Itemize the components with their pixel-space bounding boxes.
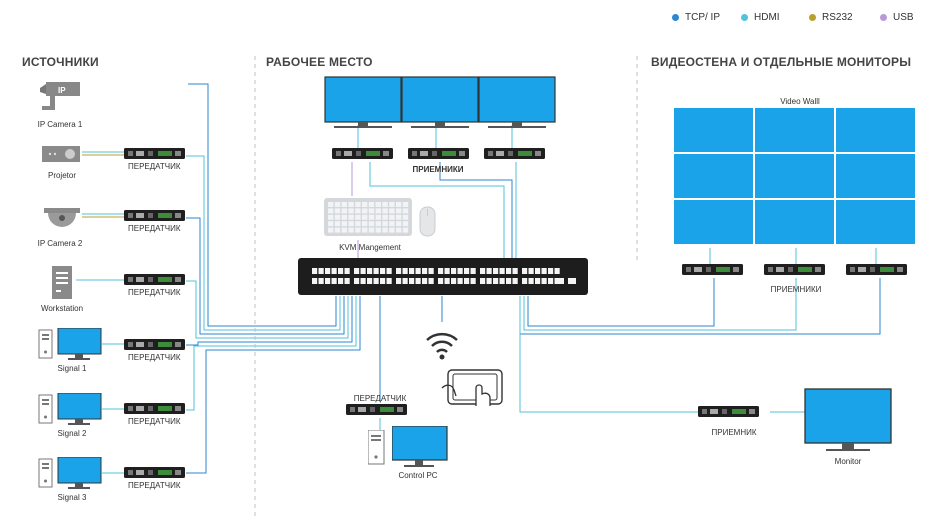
videowall-receiver-device	[682, 264, 743, 275]
cable-ipcam1	[188, 83, 337, 327]
video-wall-tile	[674, 154, 753, 198]
transmitter-device	[124, 467, 185, 478]
source-label-ipcam2: IP Camera 2	[37, 239, 83, 248]
workstation-icon	[52, 266, 72, 299]
projector-icon	[42, 146, 80, 162]
receiver-device	[484, 148, 545, 159]
signal-pc-icon	[38, 328, 102, 360]
control-tx-label: ПЕРЕДАТЧИК	[353, 394, 407, 403]
transmitter-device	[124, 403, 185, 414]
mouse-icon	[419, 206, 436, 237]
workplace-monitor	[324, 76, 402, 128]
workplace-monitor	[478, 76, 556, 128]
workplace-receivers-label: ПРИЕМНИКИ	[412, 165, 464, 174]
receiver-device	[332, 148, 393, 159]
source-label-ipcam1: IP Camera 1	[37, 120, 83, 129]
control-transmitter-device	[346, 404, 407, 415]
legend-label: TCP/ IP	[685, 12, 721, 23]
transmitter-label: ПЕРЕДАТЧИК	[128, 162, 181, 171]
legend-label: USB	[893, 12, 914, 23]
source-label-workstation: Workstation	[40, 304, 84, 313]
keyboard-icon	[324, 198, 412, 236]
video-wall-tile	[755, 200, 834, 244]
video-wall-tile	[755, 108, 834, 152]
signal-pc-icon	[38, 457, 102, 489]
legend-dot	[741, 14, 748, 21]
transmitter-label: ПЕРЕДАТЧИК	[128, 224, 181, 233]
monitor-icon	[804, 388, 892, 451]
video-wall-tile	[836, 200, 915, 244]
ip-camera-1-icon: IP	[40, 82, 80, 110]
video-wall-tile	[755, 154, 834, 198]
videowall-receivers-label: ПРИЕМНИКИ	[770, 285, 822, 294]
legend-label: RS232	[822, 12, 853, 23]
transmitter-label: ПЕРЕДАТЧИК	[128, 417, 181, 426]
legend-item: HDMI	[741, 12, 780, 23]
control-pc-tower-icon	[368, 430, 385, 465]
network-switch	[298, 258, 588, 295]
transmitter-device	[124, 274, 185, 285]
source-label-signal1: Signal 1	[57, 364, 87, 373]
cable-ipcam2	[186, 217, 345, 335]
wifi-icon	[426, 332, 458, 360]
monitor-label: Monitor	[834, 457, 862, 466]
control-pc-label: Control PC	[398, 471, 438, 480]
kvm-label: KVM Mangement	[339, 243, 401, 252]
videowall-receiver-device	[764, 264, 825, 275]
cable-signal3	[186, 296, 361, 474]
legend-dot	[880, 14, 887, 21]
transmitter-device	[124, 339, 185, 350]
cable-signal2	[186, 296, 357, 411]
legend-item: USB	[880, 12, 914, 23]
section-title-sources: ИСТОЧНИКИ	[22, 55, 99, 69]
section-title-workplace: РАБОЧЕЕ МЕСТО	[266, 55, 373, 69]
legend-label: HDMI	[754, 12, 780, 23]
video-wall-tile	[836, 108, 915, 152]
source-label-signal3: Signal 3	[57, 493, 87, 502]
videowall-title: Video Walll	[780, 97, 820, 106]
ip-tag: IP	[58, 86, 66, 95]
transmitter-label: ПЕРЕДАТЧИК	[128, 288, 181, 297]
dome-camera-icon	[44, 208, 80, 227]
source-label-signal2: Signal 2	[57, 429, 87, 438]
legend-dot	[809, 14, 816, 21]
transmitter-label: ПЕРЕДАТЧИК	[128, 353, 181, 362]
legend-item: TCP/ IP	[672, 12, 720, 23]
legend-dot	[672, 14, 679, 21]
transmitter-device	[124, 148, 185, 159]
workplace-monitor	[401, 76, 479, 128]
transmitter-label: ПЕРЕДАТЧИК	[128, 481, 181, 490]
video-wall-tile	[674, 108, 753, 152]
cable-projector	[186, 155, 341, 331]
control-pc-monitor	[392, 426, 448, 467]
section-title-videowall: ВИДЕОСТЕНА И ОТДЕЛЬНЫЕ МОНИТОРЫ	[651, 55, 912, 69]
videowall-receiver-device	[846, 264, 907, 275]
single-receiver-device	[698, 406, 759, 417]
video-wall-tile	[674, 200, 753, 244]
video-wall	[674, 108, 915, 244]
cable-signal1	[186, 296, 353, 346]
source-label-projector: Projetor	[47, 171, 76, 180]
legend-item: RS232	[809, 12, 853, 23]
video-wall-tile	[836, 154, 915, 198]
signal-pc-icon	[38, 393, 102, 425]
single-receiver-label: ПРИЕМНИК	[711, 428, 757, 437]
cable-workstation	[186, 280, 349, 339]
transmitter-device	[124, 210, 185, 221]
tablet-hand-icon	[441, 369, 503, 406]
receiver-device	[408, 148, 469, 159]
